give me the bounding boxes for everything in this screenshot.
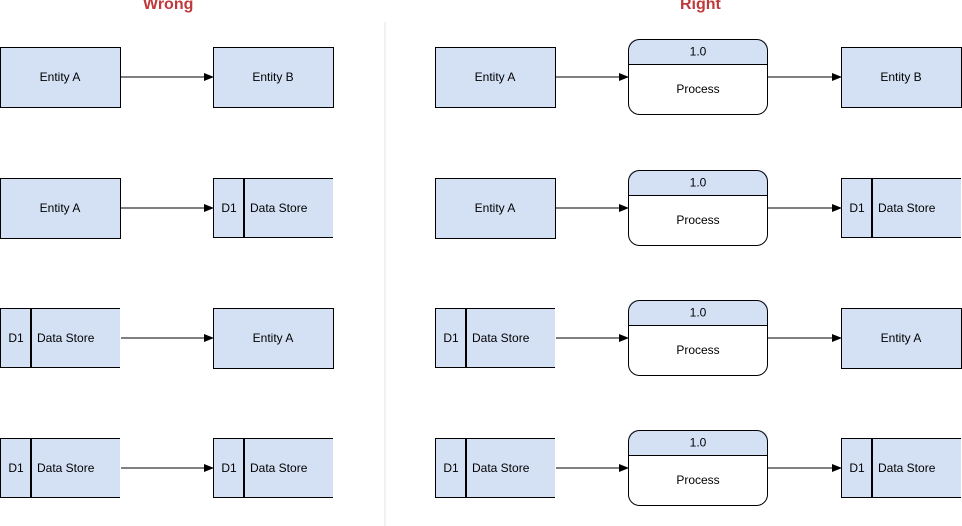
data-store-label: Data Store [878,461,936,475]
process-header [628,430,768,456]
process-header [628,39,768,65]
process-label: Process [676,473,719,487]
data-store [841,178,961,238]
process-header [628,170,768,196]
process-header [628,300,768,326]
data-store-label: Data Store [250,201,308,215]
process-id: 1.0 [690,436,707,450]
data-store [0,438,120,498]
external-entity [0,178,121,239]
data-store-id: D1 [443,331,459,345]
data-store [841,438,961,498]
entity-label: Entity A [253,331,294,345]
external-entity [841,47,962,108]
data-store-id: D1 [221,201,237,215]
process-label: Process [676,343,719,357]
entity-label: Entity A [40,201,81,215]
data-store [213,438,333,498]
process-label: Process [676,82,719,96]
data-store-id: D1 [8,331,24,345]
external-entity [435,178,556,239]
process-id: 1.0 [690,306,707,320]
data-store-label: Data Store [37,331,95,345]
entity-label: Entity A [475,70,516,84]
data-store-label: Data Store [472,461,530,475]
entity-label: Entity B [252,70,293,84]
data-store-id: D1 [443,461,459,475]
data-store-id: D1 [221,461,237,475]
data-store-id: D1 [849,461,865,475]
data-store-id: D1 [849,201,865,215]
external-entity [435,47,556,108]
wrong-heading: Wrong [143,0,194,13]
data-store-id: D1 [8,461,24,475]
external-entity [0,47,121,108]
data-store-label: Data Store [878,201,936,215]
entity-label: Entity A [40,70,81,84]
data-store [0,308,120,368]
process-id: 1.0 [690,45,707,59]
process-id: 1.0 [690,176,707,190]
data-store-label: Data Store [472,331,530,345]
process-label: Process [676,213,719,227]
external-entity [841,308,962,369]
entity-label: Entity B [880,70,921,84]
entity-label: Entity A [475,201,516,215]
entity-label: Entity A [881,331,922,345]
data-store-label: Data Store [37,461,95,475]
data-store [435,308,555,368]
external-entity [213,47,334,108]
data-store [213,178,333,238]
data-store-label: Data Store [250,461,308,475]
data-store [435,438,555,498]
right-heading: Right [680,0,721,13]
